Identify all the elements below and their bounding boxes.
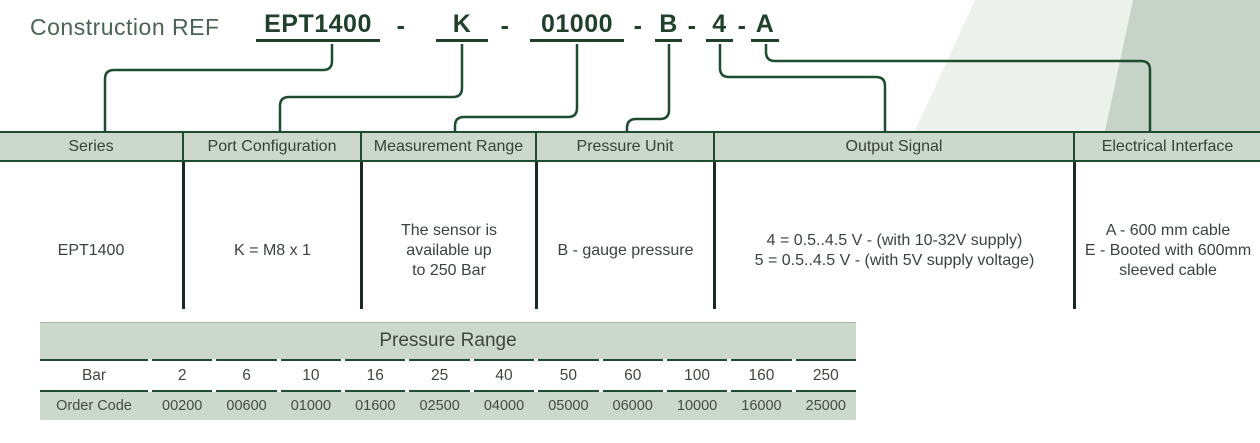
body-electrical-line: E - Booted with 600mm <box>1084 241 1252 259</box>
connector-pressure-unit <box>625 44 671 131</box>
order-code-value: 10000 <box>676 398 718 414</box>
body-range-line: available up <box>406 241 492 259</box>
header-electrical-interface: Electrical Interface <box>1073 133 1260 160</box>
header-port-configuration: Port Configuration <box>182 133 360 160</box>
pressure-range-table: Pressure Range Bar 2 6 10 16 25 40 50 60… <box>40 322 856 420</box>
code-separator: - <box>500 11 510 40</box>
order-code-value: 06000 <box>612 398 653 414</box>
code-separator: - <box>687 11 697 40</box>
connector-output-signal <box>718 44 887 131</box>
body-electrical-interface: A - 600 mm cable E - Booted with 600mm s… <box>1073 162 1260 309</box>
body-series: EPT1400 <box>0 162 182 309</box>
band-medium-shape <box>1105 0 1260 131</box>
decorative-bands <box>915 0 1260 131</box>
order-code-value: 02500 <box>419 398 460 414</box>
header-output-signal: Output Signal <box>713 133 1073 160</box>
body-output-line: 5 = 0.5..4.5 V - (with 5V supply voltage… <box>754 251 1035 269</box>
bar-value: 40 <box>473 359 535 392</box>
order-code-value: 04000 <box>483 398 525 414</box>
order-code-value: 00600 <box>226 398 267 414</box>
bar-value: 6 <box>216 359 277 392</box>
order-code-value: 01600 <box>355 398 396 414</box>
connector-electrical <box>764 44 1152 131</box>
row-label-bar: Bar <box>40 359 148 392</box>
body-port-line: K = M8 x 1 <box>234 241 311 259</box>
bar-value: 160 <box>731 359 792 392</box>
body-series-line: EPT1400 <box>57 241 125 259</box>
code-separator: - <box>633 11 643 40</box>
body-pressure-unit: B - gauge pressure <box>535 162 713 309</box>
body-electrical-line: sleeved cable <box>1119 261 1217 279</box>
body-pressure-unit-line: B - gauge pressure <box>557 241 694 259</box>
body-output-signal: 4 = 0.5..4.5 V - (with 10-32V supply) 5 … <box>713 162 1073 309</box>
body-output-line: 4 = 0.5..4.5 V - (with 10-32V supply) <box>766 231 1023 249</box>
bar-value: 50 <box>538 359 599 392</box>
code-part-electrical: A <box>751 10 779 42</box>
bar-value: 16 <box>345 359 406 392</box>
code-separator: - <box>396 11 406 40</box>
band-light-shape <box>915 0 1133 131</box>
column-header-strip: Series Port Configuration Measurement Ra… <box>0 131 1260 162</box>
table-row-bar: Bar 2 6 10 16 25 40 50 60 100 160 250 <box>40 359 856 392</box>
order-code-value: 25000 <box>805 398 846 414</box>
connector-lines <box>103 44 1152 131</box>
connector-range <box>453 44 579 131</box>
order-code-value: 05000 <box>548 398 589 414</box>
order-code-value: 01000 <box>290 398 332 414</box>
order-code-value: 00200 <box>162 398 203 414</box>
code-part-port: K <box>436 10 488 42</box>
code-part-pressure-unit: B <box>655 10 682 42</box>
code-part-range: 01000 <box>530 10 624 42</box>
bar-value: 10 <box>280 359 342 392</box>
table-row-order-code: Order Code 00200 00600 01000 01600 02500… <box>40 392 856 420</box>
header-series: Series <box>68 137 114 155</box>
body-range-line: to 250 Bar <box>412 261 486 279</box>
code-separator: - <box>737 11 747 40</box>
body-port-configuration: K = M8 x 1 <box>182 162 360 309</box>
body-electrical-line: A - 600 mm cable <box>1105 221 1231 239</box>
body-measurement-range: The sensor is available up to 250 Bar <box>360 162 535 309</box>
body-range-line: The sensor is <box>400 221 498 239</box>
column-body-row: EPT1400 K = M8 x 1 The sensor is availab… <box>0 162 1260 309</box>
connector-port <box>278 44 464 131</box>
header-measurement-range: Measurement Range <box>360 133 535 160</box>
header-pressure-unit: Pressure Unit <box>535 133 713 160</box>
bar-value: 250 <box>795 359 856 392</box>
code-part-series: EPT1400 <box>256 10 380 42</box>
construction-ref-label: Construction REF <box>30 14 220 40</box>
connector-series <box>103 44 334 131</box>
code-part-output-signal: 4 <box>706 10 733 42</box>
row-label-order-code: Order Code <box>56 398 132 414</box>
bar-value: 25 <box>409 359 470 392</box>
bar-value: 60 <box>602 359 663 392</box>
pressure-range-title: Pressure Range <box>40 322 856 359</box>
order-code-value: 16000 <box>741 398 782 414</box>
bar-value: 2 <box>152 359 213 392</box>
bar-value: 100 <box>666 359 728 392</box>
